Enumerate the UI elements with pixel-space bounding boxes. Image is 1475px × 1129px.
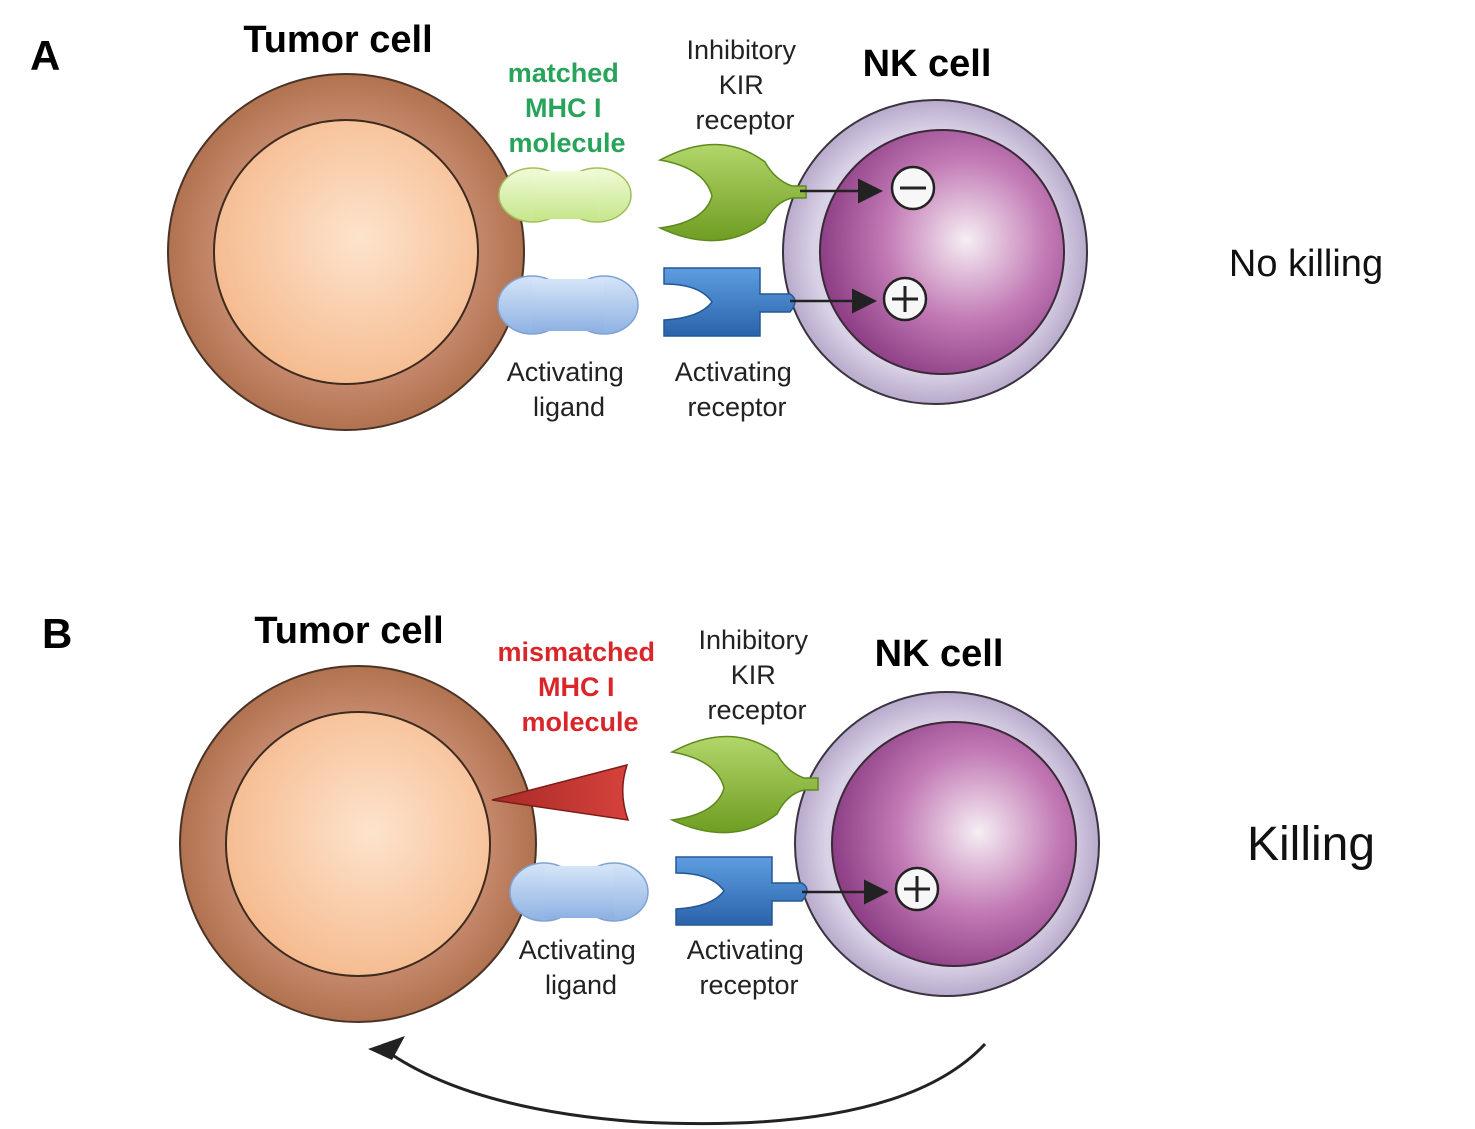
panel-b-mismatched-mhc-molecule: [491, 763, 630, 821]
panel-b-activating-ligand: [509, 862, 649, 922]
panel-b-outcome: Killing: [1247, 818, 1375, 871]
panel-b-tumor-cell: [179, 665, 537, 1023]
killing-arrow-head-icon: [368, 1036, 405, 1060]
plus-signal-icon: [894, 866, 940, 912]
panel-a-activating-receptor-label: Activating receptor: [675, 357, 800, 422]
panel-a-inhibitory-kir-receptor: [657, 143, 807, 242]
minus-signal-icon: [890, 165, 936, 211]
panel-a-nk-title: NK cell: [863, 43, 992, 85]
killing-arrow: [384, 1042, 987, 1126]
panel-b-activating-receptor: [675, 856, 808, 926]
panel-b-inhibitory-label: Inhibitory KIR receptor: [698, 625, 815, 725]
panel-a-tumor-cell: [167, 73, 525, 431]
plus-signal-icon: [882, 276, 928, 322]
panel-b-ligand-label: Activating ligand: [519, 935, 644, 1000]
panel-a-ligand-label: Activating ligand: [507, 357, 632, 422]
panel-b-activating-receptor-label: Activating receptor: [687, 935, 812, 1000]
panel-a-tumor-title: Tumor cell: [243, 19, 432, 61]
panel-b-nk-title: NK cell: [875, 633, 1004, 675]
panel-a-mhc-label: matched MHC I molecule: [508, 58, 627, 158]
panel-b-letter: B: [42, 610, 72, 657]
panel-b-nk-cell: [794, 691, 1100, 997]
panel-a-outcome: No killing: [1229, 243, 1383, 285]
panel-a-nk-cell: [782, 99, 1088, 405]
panel-a-activating-ligand: [497, 275, 639, 335]
panel-b-inhibitory-kir-receptor: [669, 735, 819, 834]
panel-a-letter: A: [30, 32, 60, 79]
panel-a: A Tumor cell NK cell: [30, 19, 1383, 431]
panel-a-matched-mhc-molecule: [498, 167, 632, 223]
panel-b: B Tumor cell NK cell: [42, 610, 1375, 1126]
panel-a-activating-receptor: [663, 267, 796, 337]
panel-a-inhibitory-label: Inhibitory KIR receptor: [686, 35, 803, 135]
panel-b-tumor-title: Tumor cell: [254, 610, 443, 652]
panel-b-mhc-label: mismatched MHC I molecule: [497, 637, 662, 737]
